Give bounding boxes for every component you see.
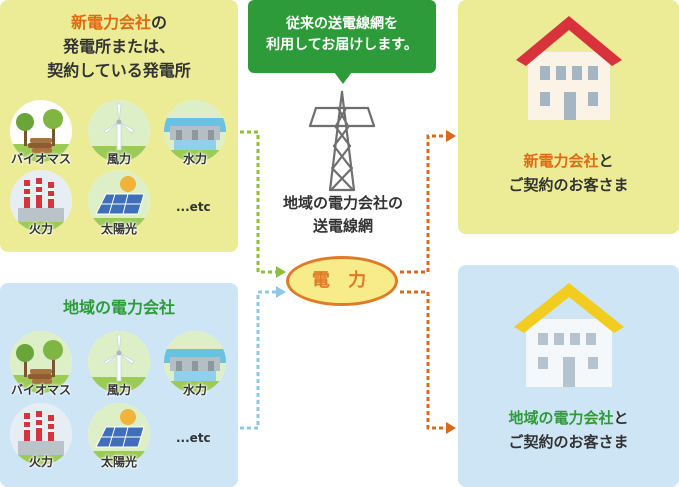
hydro-label: 水力 bbox=[182, 383, 207, 397]
wind-icon bbox=[88, 100, 150, 162]
orange-arrow-head-top bbox=[446, 130, 456, 142]
hydro-icon bbox=[164, 331, 226, 393]
customer-local-panel: 地域の電力会社と ご契約のお客さま bbox=[458, 265, 679, 487]
orange-arrow-head-bottom bbox=[446, 422, 456, 434]
hydro-icon bbox=[164, 100, 226, 162]
biomass-label: バイオマス bbox=[10, 383, 71, 397]
new-company-panel: 新電力会社の 発電所または、 契約している発電所 バイオマス 風力 bbox=[0, 0, 238, 252]
thermal-icon bbox=[10, 170, 72, 232]
customer-local-highlight: 地域の電力会社 bbox=[508, 409, 614, 427]
green-arrow-head bbox=[276, 266, 286, 278]
grid-label-line1: 地域の電力会社の bbox=[282, 194, 403, 212]
solar-icon bbox=[88, 170, 150, 232]
bubble-line2: 利用してお届けします。 bbox=[266, 37, 418, 53]
blue-arrow-head bbox=[276, 286, 286, 298]
local-company-title: 地域の電力会社 bbox=[62, 298, 175, 317]
biomass-icon bbox=[10, 100, 72, 162]
new-company-title-suffix: の bbox=[151, 13, 168, 32]
solar-label: 太陽光 bbox=[100, 455, 137, 469]
customer-new-panel: 新電力会社と ご契約のお客さま bbox=[458, 0, 679, 234]
blue-arrow bbox=[240, 290, 276, 430]
solar-label: 太陽光 bbox=[100, 222, 137, 236]
bubble-tail bbox=[334, 72, 352, 84]
new-company-title-line2: 発電所または、 bbox=[62, 37, 175, 56]
customer-new-highlight: 新電力会社 bbox=[523, 152, 599, 170]
wind-icon bbox=[88, 331, 150, 393]
new-company-title-highlight: 新電力会社 bbox=[70, 13, 151, 32]
thermal-label: 火力 bbox=[28, 222, 53, 236]
orange-arrow-top bbox=[400, 134, 446, 274]
bubble-line1: 従来の送電線網を bbox=[286, 16, 398, 32]
biomass-icon bbox=[10, 331, 72, 393]
green-arrow bbox=[240, 130, 276, 274]
thermal-label: 火力 bbox=[28, 455, 53, 469]
customer-new-label-line2: ご契約のお客さま bbox=[508, 176, 629, 194]
grid-label: 地域の電力会社の 送電線網 bbox=[258, 192, 428, 238]
local-company-panel: 地域の電力会社 バイオマス 風力 bbox=[0, 283, 238, 487]
customer-local-suffix: と bbox=[613, 409, 629, 427]
new-company-title-line3: 契約している発電所 bbox=[47, 61, 191, 80]
grid-label-line2: 送電線網 bbox=[312, 217, 373, 235]
local-company-etc: ...etc bbox=[176, 431, 211, 445]
transmission-tower-icon bbox=[308, 90, 376, 192]
customer-local-label-line2: ご契約のお客さま bbox=[508, 433, 629, 451]
customer-new-suffix: と bbox=[598, 152, 614, 170]
hydro-label: 水力 bbox=[182, 152, 207, 166]
biomass-label: バイオマス bbox=[10, 152, 71, 166]
new-company-title-line1: 新電力会社の bbox=[0, 12, 238, 34]
orange-arrow-bottom bbox=[400, 290, 446, 430]
solar-icon bbox=[88, 403, 150, 465]
customer-local-label-line1: 地域の電力会社と bbox=[458, 407, 679, 429]
customer-new-label-line1: 新電力会社と bbox=[458, 150, 679, 172]
wind-label: 風力 bbox=[106, 152, 131, 166]
info-bubble: 従来の送電線網を 利用してお届けします。 bbox=[248, 0, 436, 73]
thermal-icon bbox=[10, 403, 72, 465]
wind-label: 風力 bbox=[106, 383, 131, 397]
house-red-roof-icon bbox=[516, 16, 622, 120]
house-yellow-roof-icon bbox=[514, 283, 624, 387]
power-node: 電 力 bbox=[286, 256, 398, 306]
new-company-etc: ...etc bbox=[176, 200, 211, 214]
